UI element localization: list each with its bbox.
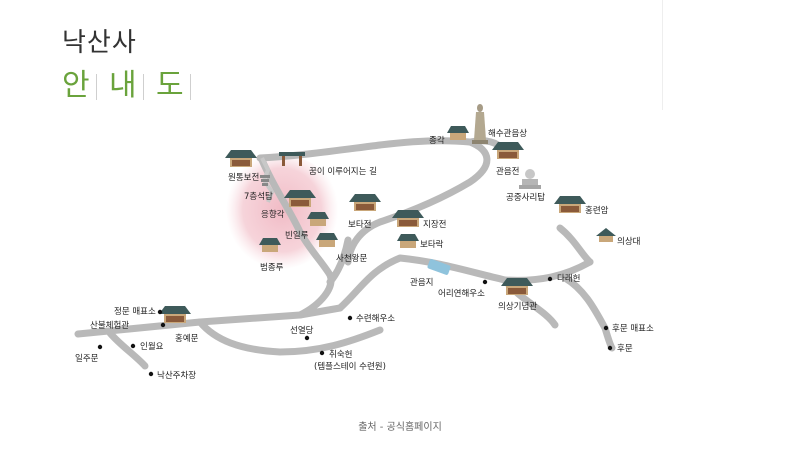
building-icon — [554, 196, 586, 213]
label-templestay: (템플스테이 수련원) — [314, 361, 386, 372]
pagoda-icon — [260, 175, 270, 186]
location-dots — [97, 276, 613, 377]
building-icon — [349, 194, 381, 211]
label-templestay-hall: 산불체험관 — [90, 320, 129, 331]
pond — [427, 259, 451, 275]
label-sacheonwangmun: 사천왕문 — [336, 253, 367, 264]
statue-icon — [472, 104, 488, 144]
building-icon — [316, 233, 338, 247]
label-inwolyo: 인월요 — [140, 341, 164, 352]
road-network — [74, 137, 616, 370]
road-ridge — [256, 137, 491, 266]
subtitle-char: 내 — [109, 68, 137, 103]
building-icon — [397, 234, 419, 248]
label-darae: 다래헌 — [557, 274, 580, 284]
source-caption: 출처 - 공식홈페이지 — [358, 422, 442, 433]
label-eoriyeon: 어리연해우소 — [438, 288, 485, 299]
bell-pavilion-icon — [447, 126, 469, 140]
label-rear-ticket: 후문 매표소 — [612, 324, 654, 334]
label-beomjongru: 범종루 — [260, 262, 284, 273]
label-uisang-memorial: 의상기념관 — [498, 301, 537, 312]
label-chwisukheon: 취숙헌 — [329, 350, 352, 360]
label-pagoda: 7층석탑 — [244, 191, 273, 202]
subtitle-divider — [190, 73, 191, 100]
label-iljumun: 일주문 — [75, 354, 99, 364]
subtitle-divider — [96, 73, 97, 100]
label-uisangdae: 의상대 — [617, 236, 640, 247]
label-suryeon-restroom: 수련해우소 — [356, 313, 395, 324]
label-eungyanggak: 응향각 — [261, 209, 285, 220]
label-seonyeoldang: 선열당 — [290, 325, 314, 336]
header-divider — [662, 0, 663, 110]
highlight-area — [226, 150, 339, 270]
road-left-branch — [258, 156, 335, 319]
building-icon — [501, 278, 533, 295]
building-icon — [492, 142, 524, 159]
label-wontongbojeon: 원통보전 — [228, 172, 259, 183]
stupa-icon — [519, 169, 541, 189]
building-icon — [259, 238, 281, 252]
label-jongak: 종각 — [429, 135, 445, 146]
map-title: 낙산사 — [62, 28, 137, 58]
label-botajeon: 보타전 — [348, 219, 371, 230]
label-gwaneumjeon: 관음전 — [496, 166, 519, 177]
label-binilru: 빈일루 — [285, 231, 309, 241]
road-rear-gate — [561, 274, 616, 352]
gate-icon — [279, 152, 305, 166]
label-jijangjeon: 지장전 — [423, 219, 446, 230]
label-parking: 낙산주차장 — [157, 370, 196, 381]
label-main-ticket: 정문 매표소 — [114, 306, 156, 317]
subtitle-char: 도 — [156, 68, 184, 103]
road-right-branch — [326, 236, 352, 286]
road-iljumun — [106, 329, 149, 370]
label-gongjung-tower: 공중사리탑 — [506, 192, 545, 203]
road-east-main — [336, 254, 594, 312]
building-icon — [307, 212, 329, 226]
label-hongryeonam: 홍련암 — [585, 205, 609, 216]
label-gwaneumji: 관음지 — [410, 277, 433, 288]
subtitle-divider — [143, 73, 144, 100]
subtitle-char: 안 — [62, 68, 90, 103]
road-main — [74, 304, 344, 338]
road-lower-loop — [196, 318, 384, 356]
label-botarak: 보타락 — [420, 239, 444, 250]
road-hongryeonam — [556, 224, 594, 266]
label-dream-path: 꿈이 이루어지는 길 — [309, 166, 377, 177]
label-haesu-statue: 해수관음상 — [488, 128, 527, 139]
label-rear-gate: 후문 — [617, 344, 633, 354]
pavilion-icon — [596, 228, 616, 242]
label-hongyemun: 홍예문 — [175, 333, 199, 344]
